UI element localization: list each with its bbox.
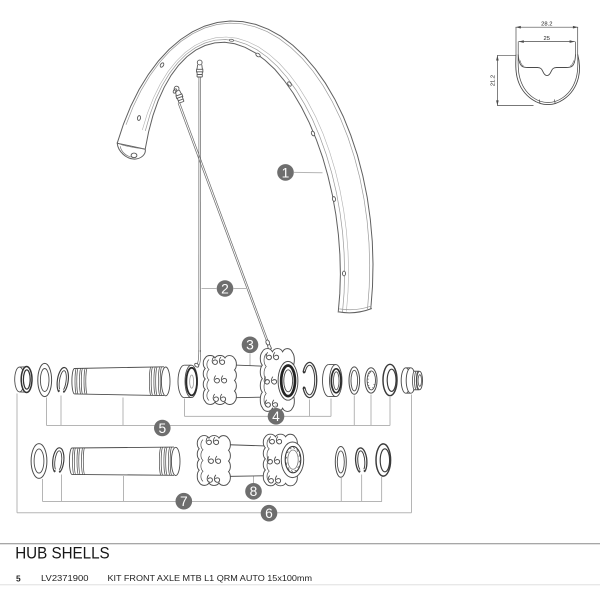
svg-text:28.2: 28.2 — [541, 22, 552, 28]
svg-text:7: 7 — [180, 494, 188, 509]
svg-text:25: 25 — [543, 36, 549, 42]
svg-text:5: 5 — [16, 574, 21, 584]
svg-text:1: 1 — [282, 165, 290, 180]
svg-text:4: 4 — [272, 409, 280, 424]
svg-text:5: 5 — [158, 421, 166, 436]
svg-text:6: 6 — [265, 506, 273, 521]
svg-text:KIT FRONT AXLE MTB L1 QRM AUTO: KIT FRONT AXLE MTB L1 QRM AUTO 15x100mm — [108, 573, 313, 583]
svg-text:2: 2 — [221, 281, 229, 296]
svg-text:3: 3 — [246, 338, 254, 353]
svg-text:HUB SHELLS: HUB SHELLS — [15, 543, 110, 562]
svg-text:LV2371900: LV2371900 — [41, 573, 89, 583]
svg-text:8: 8 — [250, 484, 258, 499]
svg-text:21.2: 21.2 — [491, 75, 497, 86]
